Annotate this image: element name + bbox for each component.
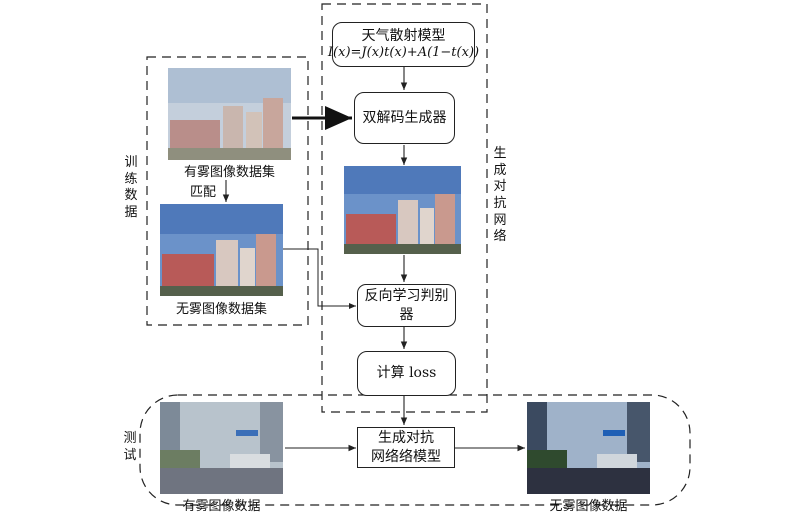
dual-decoder-generator-box: 双解码生成器 — [354, 92, 455, 144]
atmospheric-model-title: 天气散射模型 — [361, 27, 446, 44]
dual-decoder-generator-label: 双解码生成器 — [362, 109, 447, 126]
clear-dataset-image — [160, 204, 283, 296]
gan-model-line1: 生成对抗 — [378, 430, 434, 447]
training-data-group — [146, 56, 309, 326]
gan-model-box: 生成对抗 网络络模型 — [357, 427, 455, 468]
match-label: 匹配 — [189, 185, 216, 200]
compute-loss-label: 计算 loss — [376, 365, 437, 382]
gan-model-line2: 网络络模型 — [371, 448, 441, 465]
hazy-image-data-caption: 有雾图像数据 — [182, 499, 261, 514]
hazy-dataset-caption: 有雾图像数据集 — [183, 165, 275, 180]
clear-dataset-caption: 无雾图像数据集 — [175, 302, 267, 317]
reverse-discriminator-box: 反向学习判别器 — [357, 284, 456, 327]
compute-loss-box: 计算 loss — [357, 351, 456, 396]
hazy-dataset-image — [168, 68, 291, 160]
training-data-label: 训练数据 — [124, 155, 138, 220]
generated-clear-image — [344, 166, 461, 254]
reverse-discriminator-label: 反向学习判别器 — [364, 288, 449, 323]
atmospheric-model-formula: I(x)=J(x)t(x)+A(1−t(x)) — [327, 45, 480, 61]
test-hazy-image — [160, 402, 283, 494]
atmospheric-scattering-model-box: 天气散射模型 I(x)=J(x)t(x)+A(1−t(x)) — [328, 22, 479, 67]
clear-image-data-caption: 无雾图像数据 — [549, 499, 628, 514]
arrow-clear-to-discriminator — [283, 248, 356, 309]
testing-group — [139, 394, 691, 506]
gan-group — [321, 3, 488, 413]
gan-label: 生成对抗网络 — [493, 146, 507, 245]
testing-label: 测试 — [123, 431, 137, 463]
test-clear-image — [527, 402, 650, 494]
